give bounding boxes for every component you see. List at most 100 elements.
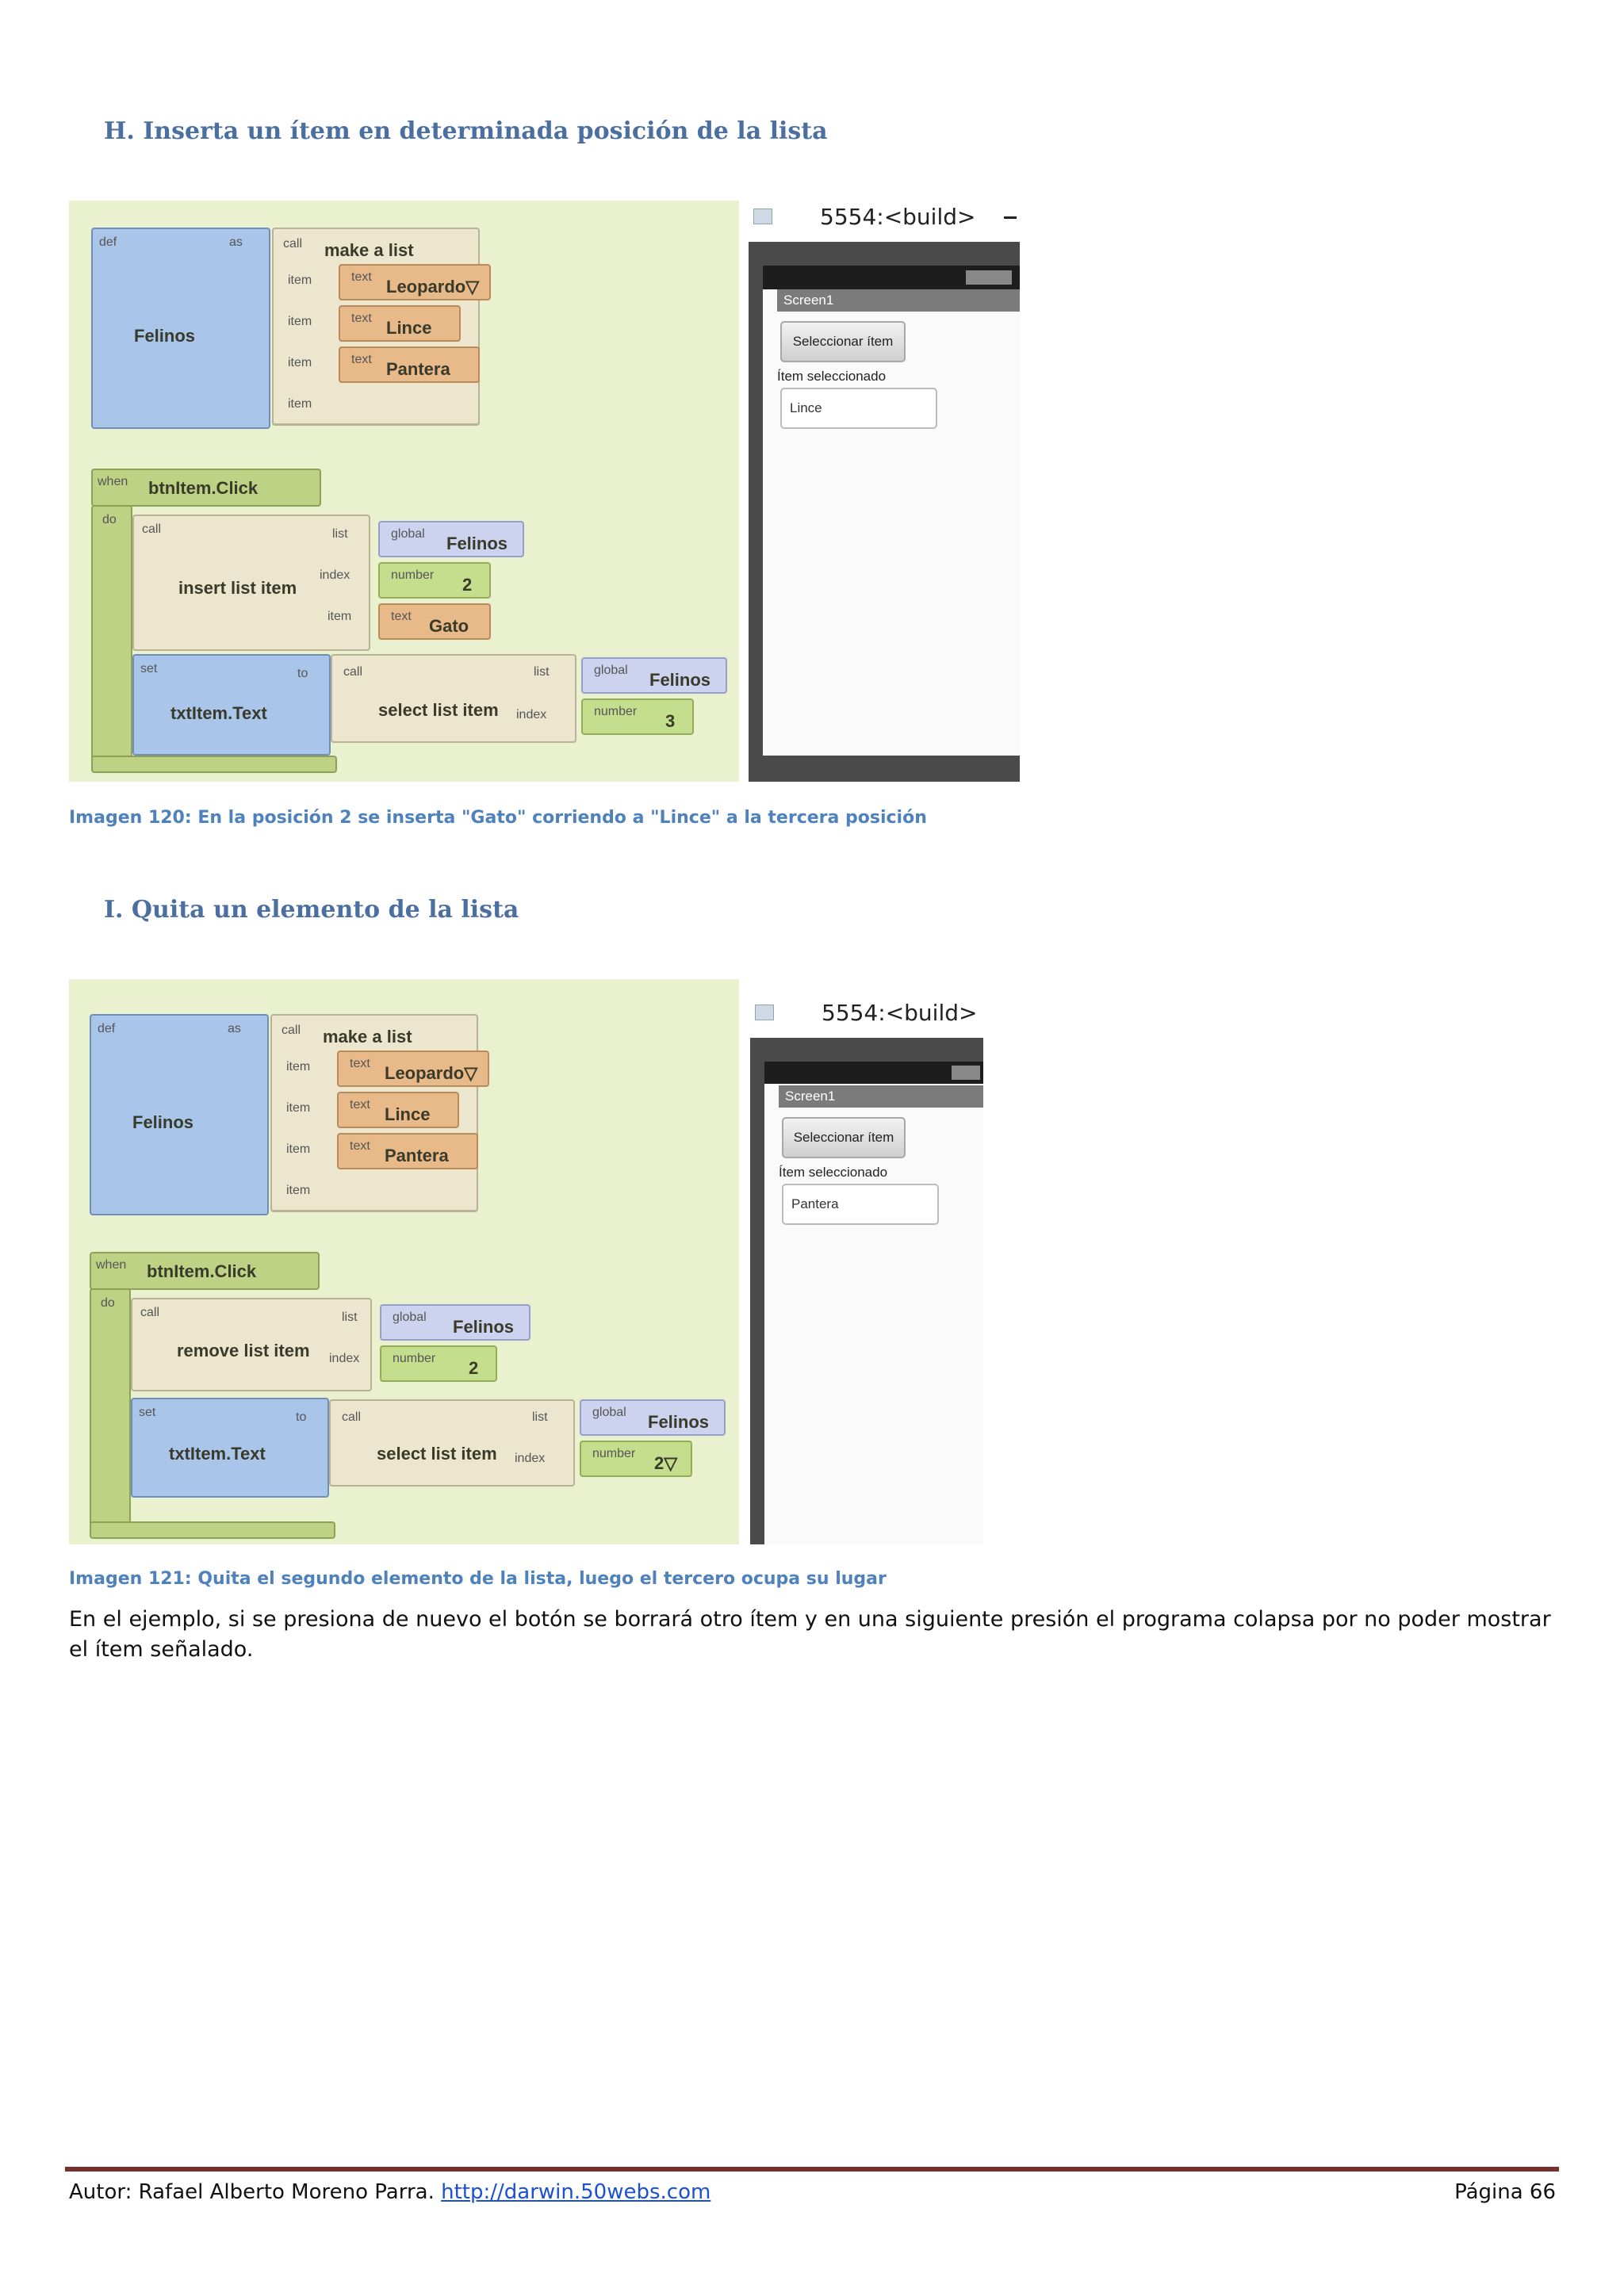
- figure-120-blocks-editor: def as Felinos call make a list item ite…: [69, 201, 739, 782]
- window-minimize-icon: [1004, 216, 1017, 219]
- set-txtitem-text-block[interactable]: set to txtItem.Text: [132, 654, 331, 756]
- text-value: Lince: [386, 318, 432, 338]
- remove-list-item-block[interactable]: call remove list item list index: [131, 1298, 372, 1391]
- section-i-heading: I. Quita un elemento de la lista: [104, 896, 519, 924]
- when-keyword: when: [96, 1258, 127, 1272]
- number-block[interactable]: number 3: [581, 698, 694, 735]
- remove-list-item-label: remove list item: [177, 1341, 310, 1360]
- text-block-pantera[interactable]: text Pantera: [339, 346, 480, 383]
- number-block[interactable]: number 2: [380, 1345, 497, 1382]
- global-felinos-block[interactable]: global Felinos: [378, 521, 524, 557]
- event-name: btnItem.Click: [148, 478, 259, 498]
- text-block-lince[interactable]: text Lince: [339, 305, 461, 342]
- insert-list-item-label: insert list item: [178, 578, 297, 598]
- global-keyword: global: [592, 1406, 626, 1419]
- select-list-item-label: select list item: [378, 700, 499, 720]
- emulator-title: 5554:<build>: [822, 1000, 978, 1026]
- make-a-list-label: make a list: [324, 240, 414, 260]
- index-socket-label: index: [515, 1452, 546, 1465]
- when-click-event-block[interactable]: when btnItem.Click: [91, 469, 321, 507]
- global-felinos-block[interactable]: global Felinos: [580, 1399, 726, 1436]
- list-socket-label: list: [342, 1311, 358, 1324]
- global-name: Felinos: [649, 670, 711, 690]
- select-list-item-block[interactable]: call select list item list index: [331, 654, 576, 743]
- item-socket-label: item: [288, 356, 312, 369]
- global-name: Felinos: [648, 1412, 710, 1432]
- when-click-event-block[interactable]: when btnItem.Click: [90, 1252, 320, 1290]
- text-keyword: text: [351, 353, 372, 366]
- call-keyword: call: [282, 1024, 301, 1037]
- def-keyword: def: [99, 235, 117, 249]
- figure-121-blocks-editor: def as Felinos call make a list item ite…: [69, 979, 739, 1544]
- text-keyword: text: [350, 1057, 370, 1070]
- text-value: Gato: [429, 616, 469, 636]
- when-keyword: when: [98, 475, 128, 488]
- event-do-body: do: [91, 505, 132, 770]
- text-block-pantera[interactable]: text Pantera: [337, 1133, 478, 1169]
- global-felinos-block[interactable]: global Felinos: [581, 657, 727, 694]
- global-name: Felinos: [453, 1317, 515, 1337]
- selected-item-textbox[interactable]: Lince: [780, 388, 937, 429]
- def-block[interactable]: def as Felinos: [91, 228, 270, 429]
- section-h-heading: H. Inserta un ítem en determinada posici…: [104, 117, 828, 145]
- text-block-leopardo[interactable]: text Leopardo▽: [337, 1050, 489, 1087]
- number-block[interactable]: number 2: [378, 562, 491, 599]
- global-felinos-block[interactable]: global Felinos: [380, 1304, 530, 1341]
- make-a-list-label: make a list: [323, 1027, 412, 1047]
- event-do-body: do: [90, 1288, 131, 1534]
- call-keyword: call: [283, 237, 303, 251]
- screen-title-bar: Screen1: [777, 289, 1020, 312]
- signal-icon: [952, 1066, 980, 1080]
- text-value: Pantera: [386, 359, 450, 379]
- emulator-title: 5554:<build>: [820, 204, 976, 230]
- figure-121-emulator: 5554:<build> Screen1 Seleccionar ítem Ít…: [739, 979, 983, 1544]
- to-keyword: to: [297, 667, 308, 680]
- emulator-window-icon: [755, 1004, 774, 1020]
- item-socket-label: item: [286, 1060, 311, 1073]
- setter-target: txtItem.Text: [170, 703, 267, 723]
- text-keyword: text: [351, 270, 372, 284]
- set-txtitem-text-block[interactable]: set to txtItem.Text: [131, 1398, 329, 1498]
- def-block[interactable]: def as Felinos: [90, 1014, 269, 1215]
- global-name: Felinos: [446, 534, 508, 553]
- do-keyword: do: [102, 513, 117, 526]
- status-bar: [763, 266, 1020, 289]
- number-value: 2▽: [654, 1453, 678, 1473]
- number-block[interactable]: number 2▽: [580, 1441, 692, 1477]
- item-socket-label: item: [288, 397, 312, 411]
- item-socket-label: item: [286, 1184, 311, 1197]
- global-keyword: global: [393, 1311, 427, 1324]
- item-socket-label: item: [288, 315, 312, 328]
- text-block-lince[interactable]: text Lince: [337, 1092, 459, 1128]
- text-block-leopardo[interactable]: text Leopardo▽: [339, 264, 491, 300]
- global-keyword: global: [594, 664, 628, 677]
- def-keyword: def: [98, 1022, 116, 1035]
- call-keyword: call: [140, 1306, 160, 1319]
- seleccionar-item-button[interactable]: Seleccionar ítem: [782, 1117, 906, 1158]
- item-seleccionado-label: Ítem seleccionado: [779, 1165, 888, 1180]
- author-website-link[interactable]: http://darwin.50webs.com: [441, 2180, 711, 2204]
- select-list-item-label: select list item: [377, 1444, 497, 1464]
- text-keyword: text: [351, 312, 372, 325]
- number-keyword: number: [592, 1447, 636, 1460]
- insert-list-item-block[interactable]: call insert list item list index item: [132, 515, 370, 651]
- figure-121-caption: Imagen 121: Quita el segundo elemento de…: [69, 1569, 887, 1589]
- figure-120-emulator: 5554:<build> Screen1 Seleccionar ítem Ít…: [739, 201, 1020, 782]
- select-list-item-block[interactable]: call select list item list index: [329, 1399, 575, 1487]
- seleccionar-item-button[interactable]: Seleccionar ítem: [780, 321, 906, 362]
- page-number: Página 66: [1454, 2180, 1556, 2204]
- number-value: 3: [665, 711, 676, 731]
- item-socket-label: item: [286, 1142, 311, 1156]
- call-keyword: call: [342, 1410, 362, 1424]
- text-block-gato[interactable]: text Gato: [378, 603, 491, 640]
- call-keyword: call: [142, 522, 162, 536]
- number-value: 2: [469, 1358, 479, 1378]
- item-socket-label: item: [327, 610, 352, 623]
- figure-120-caption: Imagen 120: En la posición 2 se inserta …: [69, 808, 927, 828]
- variable-name: Felinos: [132, 1112, 194, 1132]
- as-keyword: as: [228, 1022, 241, 1035]
- list-socket-label: list: [532, 1410, 548, 1424]
- event-bottom: [91, 756, 337, 773]
- set-keyword: set: [140, 662, 158, 675]
- selected-item-textbox[interactable]: Pantera: [782, 1184, 939, 1225]
